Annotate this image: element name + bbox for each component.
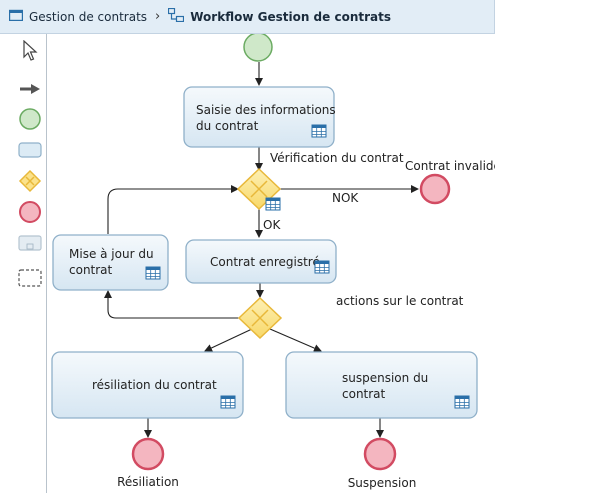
label-verification: Vérification du contrat	[270, 151, 404, 165]
sequence-flows[interactable]	[104, 62, 419, 438]
label-contrat-invalide: Contrat invalide	[405, 159, 495, 173]
breadcrumb: Gestion de contrats › Workflow Gestion d…	[0, 0, 495, 34]
end-event-suspension[interactable]	[363, 437, 397, 471]
task-saisie-label-1: Saisie des informations	[196, 103, 336, 117]
task-tool-icon[interactable]	[16, 138, 44, 162]
lasso-tool-icon[interactable]	[16, 266, 44, 290]
flow-gateway2-miseajour[interactable]	[104, 290, 241, 319]
breadcrumb-current: Workflow Gestion de contrats	[190, 9, 391, 24]
flow-miseajour-gateway[interactable]	[107, 185, 239, 234]
start-event[interactable]	[243, 34, 273, 62]
tool-palette	[0, 34, 47, 493]
gateway-tool-icon[interactable]	[16, 169, 44, 193]
end-event-resiliation[interactable]	[131, 437, 165, 471]
task-saisie[interactable]: Saisie des informations du contrat	[183, 86, 336, 148]
end-event-invalide[interactable]	[419, 173, 451, 205]
task-contrat-enregistre[interactable]: Contrat enregistré	[185, 239, 337, 284]
subprocess-tool-icon[interactable]	[16, 231, 44, 255]
diagram-canvas[interactable]: Saisie des informations du contrat Vérif…	[47, 34, 495, 493]
flow-gateway2-resiliation[interactable]	[204, 328, 253, 352]
table-icon	[220, 395, 236, 409]
label-ok: OK	[263, 218, 281, 232]
label-resiliation: Résiliation	[117, 475, 179, 489]
label-suspension: Suspension	[348, 476, 417, 490]
label-nok: NOK	[332, 191, 359, 205]
label-actions: actions sur le contrat	[336, 294, 464, 308]
flow-gateway2-suspension[interactable]	[269, 328, 322, 352]
task-resiliation[interactable]: résiliation du contrat	[51, 351, 244, 419]
end-event-tool-icon[interactable]	[16, 200, 44, 224]
task-miseajour-label-1: Mise à jour du	[69, 247, 154, 261]
start-event-tool-icon[interactable]	[16, 107, 44, 131]
task-saisie-label-2: du contrat	[196, 119, 259, 133]
table-icon	[145, 266, 161, 280]
task-mise-a-jour[interactable]: Mise à jour du contrat	[52, 234, 169, 291]
table-icon	[314, 260, 330, 274]
task-resiliation-label: résiliation du contrat	[92, 378, 217, 392]
task-suspension[interactable]: suspension du contrat	[285, 351, 478, 419]
select-tool-icon[interactable]	[16, 39, 44, 63]
task-miseajour-label-2: contrat	[69, 263, 113, 277]
breadcrumb-separator-icon: ›	[155, 9, 161, 24]
workflow-icon	[168, 7, 185, 25]
table-icon	[265, 197, 281, 211]
table-icon	[454, 395, 470, 409]
task-enregistre-label: Contrat enregistré	[210, 255, 320, 269]
folder-icon	[8, 9, 24, 24]
sequence-flow-tool-icon[interactable]	[16, 77, 44, 101]
table-icon	[311, 124, 327, 138]
breadcrumb-parent[interactable]: Gestion de contrats	[29, 9, 148, 24]
task-suspension-label-1: suspension du	[342, 371, 428, 385]
task-suspension-label-2: contrat	[342, 387, 386, 401]
gateway-verification[interactable]	[236, 167, 282, 211]
gateway-actions[interactable]	[237, 296, 283, 340]
divider	[494, 0, 495, 34]
